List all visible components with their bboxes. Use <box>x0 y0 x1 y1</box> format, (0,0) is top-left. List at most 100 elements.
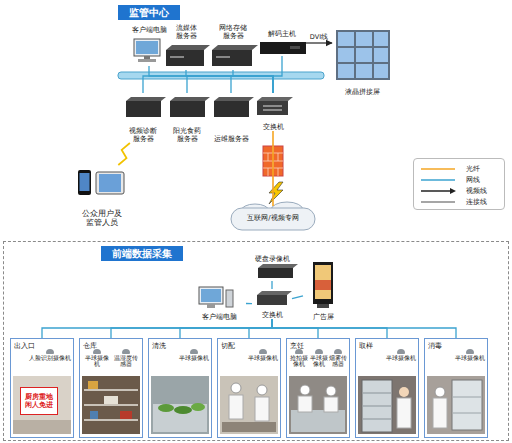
person-head <box>399 387 409 397</box>
device-node: 流媒体服务器 <box>164 24 208 70</box>
kiosk-icon <box>313 262 333 308</box>
stand <box>207 304 215 308</box>
goods <box>120 411 132 419</box>
server-top <box>214 97 254 101</box>
device-item: 抢拍摄像机 <box>290 349 308 367</box>
keyboard <box>138 59 156 62</box>
device-label: 客户端电脑 <box>124 26 174 34</box>
connector <box>271 281 272 289</box>
connector <box>273 56 282 93</box>
connector <box>149 66 273 93</box>
device-label: 半球摄像机 <box>248 355 278 361</box>
photo-bg <box>220 376 278 434</box>
label-wrap: 阳光食药服务器 <box>166 127 208 143</box>
legend-row: 光纤 <box>420 164 480 174</box>
switch-icon <box>257 291 292 305</box>
panel <box>374 64 388 78</box>
photo-storage <box>82 376 140 434</box>
area-box: 仓库半球摄像机温湿度传感器 <box>79 338 143 438</box>
chef <box>255 397 269 421</box>
label-wrap: 交换机 <box>252 311 292 319</box>
brick-lines <box>263 146 283 176</box>
photo-cutting <box>220 376 278 434</box>
device-row: 半球摄像机 <box>152 349 209 361</box>
server-slot <box>216 56 230 58</box>
cabinet-lines <box>453 397 481 413</box>
device-label: 客户端电脑 <box>192 313 246 321</box>
photo-floor <box>13 420 71 434</box>
dvr-front <box>258 268 293 278</box>
legend-text: 网线 <box>466 175 480 185</box>
label-wrap: 运维服务器 <box>210 135 252 143</box>
legend-row: 视频线 <box>420 186 487 196</box>
chef-hat <box>326 386 336 396</box>
kiosk-body <box>313 262 333 304</box>
device-row: 人脸识别摄像机 <box>14 349 71 361</box>
device-label: 液晶拼接屏 <box>332 88 392 96</box>
lightning-symbol <box>269 182 283 204</box>
fridge <box>362 380 392 432</box>
computer-icon <box>199 287 233 308</box>
device-node: 客户端电脑 <box>192 285 246 321</box>
edge-label: DVI线 <box>310 33 328 42</box>
device-label: 温湿度传感器 <box>111 355 140 367</box>
storage-icon <box>212 45 258 66</box>
connector <box>111 319 272 338</box>
switch-front <box>257 295 287 305</box>
device-node: 客户端电脑 <box>124 26 174 66</box>
network-bus <box>118 72 324 79</box>
legend-sample <box>420 165 456 173</box>
photo-cooking <box>289 376 347 434</box>
device-label: 半球摄像机 <box>83 355 110 367</box>
label-wrap: 公众用户及监管人员 <box>62 209 142 227</box>
device-label: 网络存储服务器 <box>218 24 248 40</box>
kiosk-screen <box>315 265 331 299</box>
device-item: 半球摄像机 <box>83 349 110 367</box>
panel <box>338 64 354 78</box>
legend-arrowhead <box>450 188 456 194</box>
camera-icon <box>334 349 342 354</box>
device-item: 半球摄像机 <box>179 349 209 361</box>
firewall-icon <box>263 146 283 176</box>
device-row: 半球摄像机 <box>359 349 416 361</box>
server-top <box>170 97 210 101</box>
camera-icon <box>122 349 130 354</box>
connector <box>180 319 272 338</box>
connector <box>306 42 332 43</box>
connector <box>42 319 272 338</box>
phone-screen <box>80 173 90 191</box>
section-heading: 前端数据采集 <box>101 246 183 261</box>
video-wall <box>336 30 390 80</box>
legend-line <box>421 168 455 170</box>
device-node: 液晶拼接屏 <box>332 26 392 96</box>
panel <box>356 64 372 78</box>
panel <box>338 48 354 62</box>
cloud-shape <box>231 202 315 230</box>
area-heading: 切配 <box>221 341 235 351</box>
device-label: 硬盘录像机 <box>244 255 300 263</box>
device-label: 公众用户及监管人员 <box>81 209 123 227</box>
switch-arrows <box>263 106 282 110</box>
vegetables <box>158 404 174 412</box>
decoder-box <box>260 42 306 54</box>
dashed-region: 前端数据采集硬盘录像机客户端电脑交换机广告屏出入口人脸识别摄像机仓库半球摄像机温… <box>3 241 509 441</box>
photo-disinfection <box>427 376 485 434</box>
device-item: 半球摄像机 <box>248 349 278 361</box>
person <box>397 398 411 428</box>
cloud-body <box>231 208 315 230</box>
device-row: 半球摄像机 <box>428 349 485 361</box>
device-label: 视频诊断服务器 <box>128 127 158 143</box>
label-wrap: 硬盘录像机 <box>244 255 300 263</box>
kiosk-base <box>317 304 329 308</box>
server-top <box>166 45 210 50</box>
device-label: 半球摄像机 <box>179 355 209 361</box>
camera-icon <box>397 349 405 354</box>
panel <box>356 32 372 46</box>
device-label: 广告屏 <box>303 313 343 321</box>
chef-hat <box>257 385 267 395</box>
server-top <box>126 97 166 101</box>
device-label: 阳光食药服务器 <box>172 127 202 143</box>
device-item: 烟雾传感器 <box>329 349 347 367</box>
connector <box>143 76 273 93</box>
banner-title: 监管中心 <box>129 6 169 20</box>
